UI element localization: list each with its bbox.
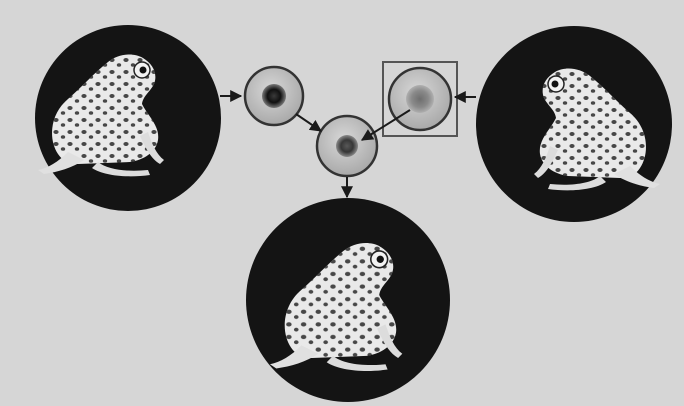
cell-combined-nucleus bbox=[336, 135, 358, 157]
cell-recipient-nucleus bbox=[406, 85, 434, 113]
cell-combined-node bbox=[317, 116, 377, 176]
frog-right-node bbox=[476, 26, 672, 222]
cell-donor-nucleus bbox=[262, 84, 286, 108]
cell-donor-node bbox=[245, 67, 303, 125]
frog-bottom-node bbox=[246, 198, 450, 402]
frog-left-node bbox=[35, 25, 221, 211]
arrow-donor-to-combined bbox=[296, 114, 321, 131]
cell-recipient-node bbox=[383, 62, 457, 136]
